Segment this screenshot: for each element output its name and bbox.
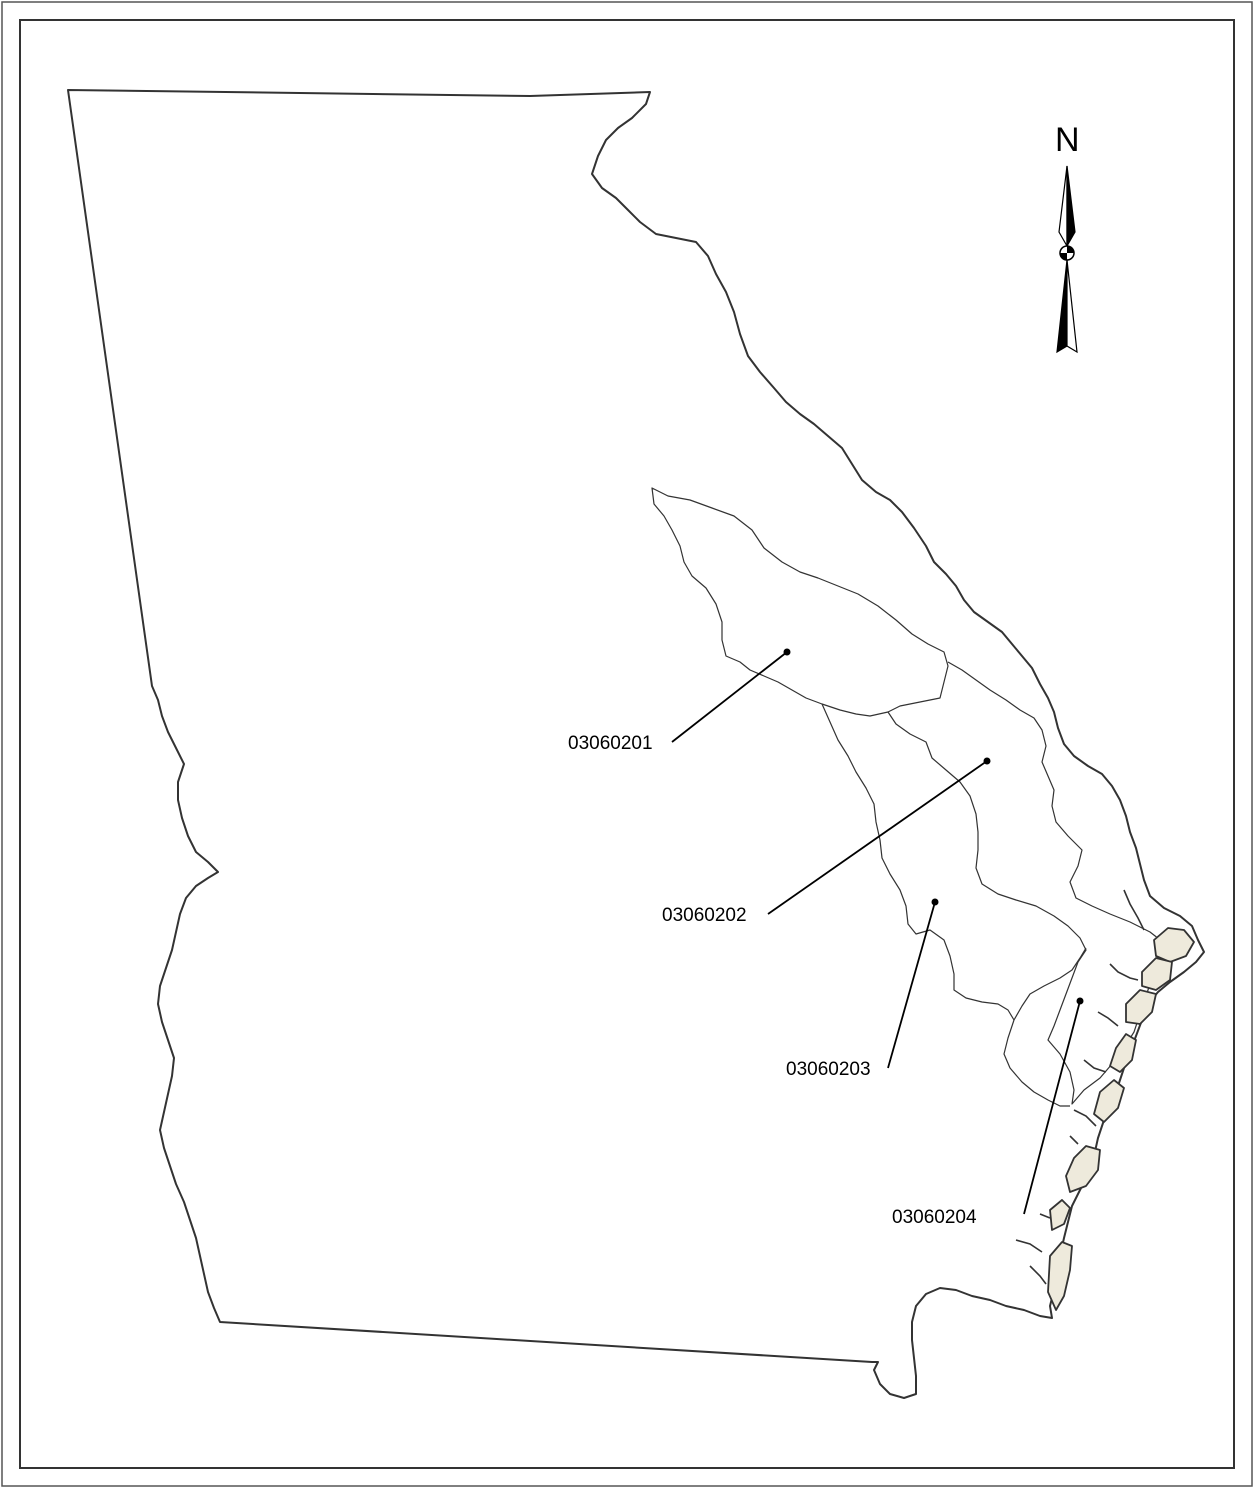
channel	[1069, 1135, 1079, 1145]
island	[1109, 1033, 1137, 1073]
channel	[1097, 1011, 1119, 1027]
leader-line-03060202	[767, 760, 988, 915]
island	[1065, 1145, 1101, 1193]
channel	[1109, 963, 1139, 981]
island	[1093, 1079, 1125, 1123]
leader-line-03060201	[671, 651, 788, 743]
channel	[1073, 1109, 1097, 1127]
tidal-channels	[1015, 889, 1145, 1285]
channel	[1015, 1239, 1043, 1253]
point-03060204	[1076, 997, 1084, 1005]
channel	[1123, 889, 1145, 931]
island	[1125, 989, 1157, 1025]
basin-03060204-boundary	[1003, 1019, 1070, 1107]
barrier-islands	[1047, 927, 1195, 1311]
point-03060201	[783, 648, 791, 656]
label-03060201: 03060201	[568, 733, 653, 754]
basin-03060203-boundary	[821, 703, 1087, 1021]
inner-frame	[19, 19, 1235, 1469]
leader-line-03060203	[887, 901, 936, 1069]
point-03060202	[983, 757, 991, 765]
north-letter: N	[1055, 121, 1080, 159]
leader-line-03060204	[1023, 1000, 1081, 1215]
label-03060202: 03060202	[662, 905, 747, 926]
island	[1049, 1199, 1071, 1231]
north-arrow-icon: N	[1055, 121, 1080, 354]
label-03060204: 03060204	[892, 1207, 977, 1228]
label-03060203: 03060203	[786, 1059, 871, 1080]
watershed-markers	[671, 648, 1084, 1215]
channel	[1083, 1059, 1107, 1073]
channel	[1029, 1265, 1047, 1285]
island	[1141, 957, 1173, 991]
channel	[1039, 1213, 1051, 1219]
basin-03060202-boundary	[887, 661, 1169, 1105]
point-03060203	[931, 898, 939, 906]
watershed-boundaries	[651, 487, 1169, 1107]
island	[1153, 927, 1195, 963]
state-outline	[67, 89, 1205, 1399]
island	[1047, 1241, 1073, 1311]
